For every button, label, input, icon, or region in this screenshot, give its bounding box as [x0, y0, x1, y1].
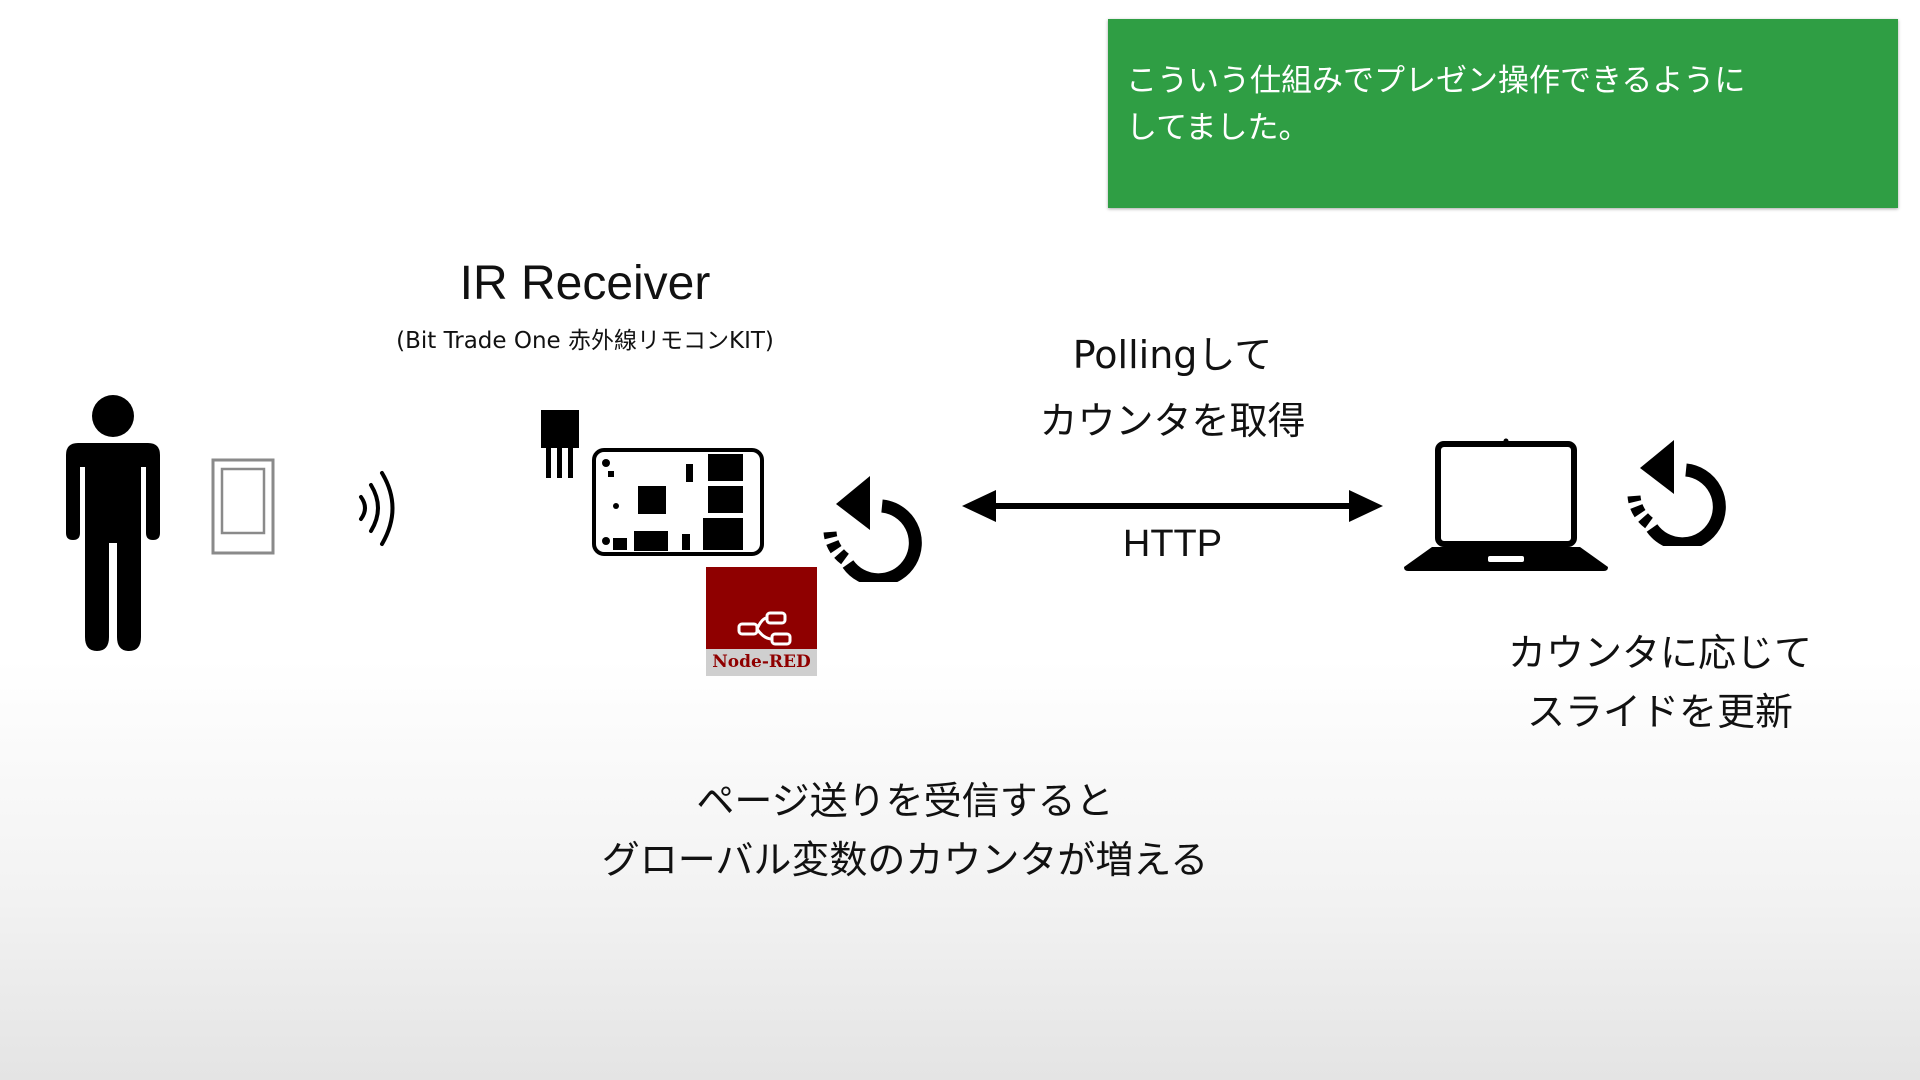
laptop-icon	[1404, 438, 1608, 571]
person-icon	[66, 395, 160, 651]
remote-control-icon	[211, 458, 275, 555]
sticky-note: こういう仕組みでプレゼン操作できるように してました。	[1108, 19, 1898, 208]
receiver-title: IR Receiver	[459, 257, 711, 310]
client-text-line-2: スライドを更新	[1526, 690, 1793, 734]
http-label: HTTP	[1122, 523, 1223, 565]
note-line-2: してました。	[1126, 110, 1310, 146]
client-text-line-1: カウンタに応じて	[1507, 631, 1812, 675]
slide-refresh-icon	[1627, 440, 1726, 546]
counter-refresh-icon	[823, 476, 922, 582]
raspberry-pi-board-icon	[541, 410, 764, 556]
polling-text-line-2: カウンタを取得	[1039, 399, 1306, 443]
node-red-logo: Node-RED	[706, 567, 817, 676]
bidirectional-arrow	[962, 490, 1383, 522]
polling-text-line-1: Pollingして	[1072, 333, 1273, 377]
node-red-label: Node-RED	[706, 649, 817, 676]
receiver-subtitle: (Bit Trade One 赤外線リモコンKIT)	[396, 328, 774, 354]
server-text-line-1: ページ送りを受信すると	[696, 779, 1114, 823]
flow-icon	[737, 611, 792, 646]
infrared-signal-icon	[359, 471, 395, 546]
server-text-line-2: グローバル変数のカウンタが増える	[601, 838, 1209, 882]
note-line-1: こういう仕組みでプレゼン操作できるように	[1126, 63, 1746, 99]
